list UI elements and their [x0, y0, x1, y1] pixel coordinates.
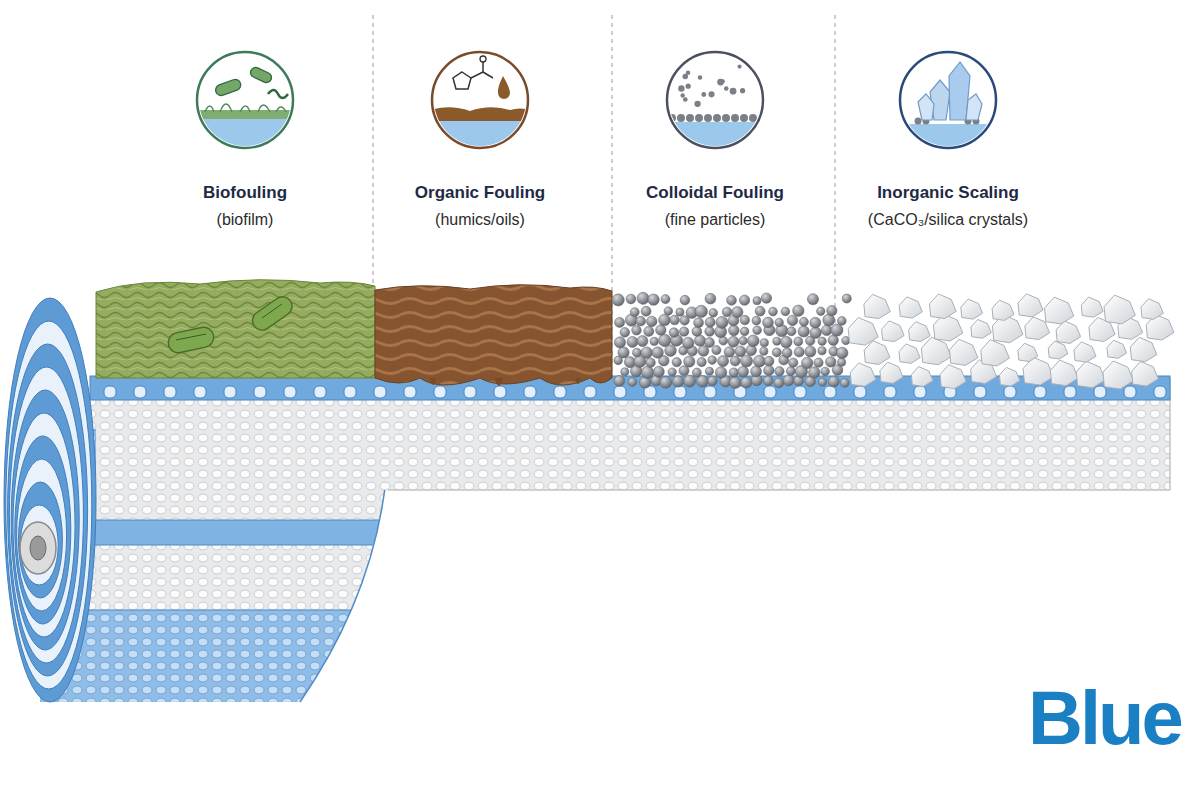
node-subtitle: (biofilm): [153, 210, 337, 230]
fouling-type-node: Biofouling (biofilm): [145, 52, 345, 234]
brand-logo: Blue: [1028, 680, 1181, 756]
node-subtitle: (humics/oils): [388, 210, 572, 230]
node-heading: Biofouling: [153, 182, 337, 203]
fouling-type-node: Inorganic Scaling (CaCO₃/silica crystals): [848, 52, 1048, 234]
node-subtitle: (CaCO₃/silica crystals): [856, 210, 1040, 230]
node-heading: Inorganic Scaling: [856, 182, 1040, 203]
node-heading: Organic Fouling: [388, 182, 572, 203]
fouling-type-node: Organic Fouling (humics/oils): [380, 52, 580, 234]
node-subtitle: (fine particles): [623, 210, 807, 230]
fouling-type-node: Colloidal Fouling (fine particles): [615, 52, 815, 234]
node-heading: Colloidal Fouling: [623, 182, 807, 203]
